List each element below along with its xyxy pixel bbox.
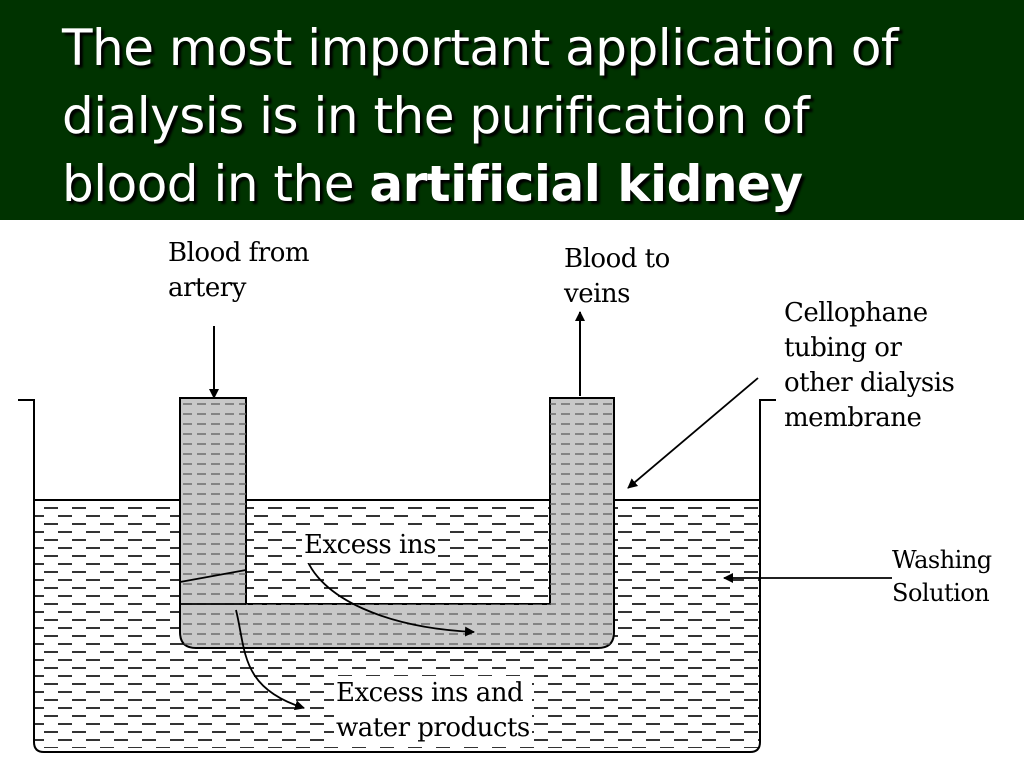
diffusion-out-arrow [235,609,305,711]
label-washing-solution: Washing Solution [892,546,992,607]
title-emphasis: artificial kidney [369,155,803,213]
excess-ions-flow-arrow [303,551,475,637]
membrane-pointer-arrow [627,377,759,489]
dialysis-container [18,399,776,753]
label-blood-from-artery: Blood from artery [168,238,310,303]
title-line-1: The most important application of [62,19,899,77]
label-blood-to-veins: Blood to veins [564,244,670,309]
title-line-2: dialysis is in the purification of [62,87,810,145]
title-line-3-prefix: blood in the [62,155,370,213]
label-excess-ions: Excess ins [302,528,438,563]
label-excess-ions-water: Excess ins and water products [334,676,532,746]
label-membrane: Cellophane tubing or other dialysis memb… [784,298,955,433]
slide-title: The most important application of dialys… [62,14,982,218]
tube-inner-line-1 [179,569,247,583]
dialysis-tube-dashes [180,398,614,648]
title-banner: The most important application of dialys… [0,0,1024,220]
